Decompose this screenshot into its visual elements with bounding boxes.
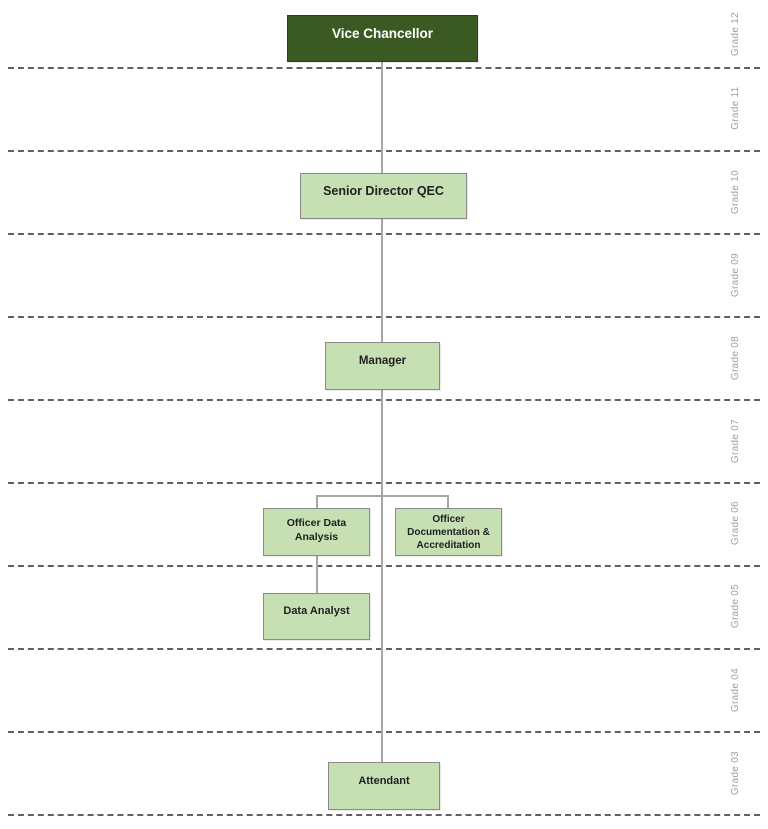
grade-separator-line: [8, 399, 760, 401]
grade-separator-line: [8, 814, 760, 816]
grade-separator-line: [8, 565, 760, 567]
grade-label-03: Grade 03: [730, 750, 741, 796]
grade-label-12: Grade 12: [730, 11, 741, 57]
grade-separator-line: [8, 316, 760, 318]
grade-label-06: Grade 06: [730, 500, 741, 546]
grade-label-08: Grade 08: [730, 335, 741, 381]
grade-label-10: Grade 10: [730, 169, 741, 215]
node-vice-chancellor: Vice Chancellor: [287, 15, 478, 62]
connector-vc-to-senior-director: [381, 62, 383, 173]
node-officer-documentation-accreditation: Officer Documentation & Accreditation: [395, 508, 502, 556]
grade-label-09: Grade 09: [730, 252, 741, 298]
node-officer-data-analysis: Officer Data Analysis: [263, 508, 370, 556]
grade-label-05: Grade 05: [730, 583, 741, 629]
grade-label-11: Grade 11: [730, 86, 741, 130]
connector-stub-officer-documentation: [447, 495, 449, 508]
connector-officer-to-data-analyst: [316, 556, 318, 593]
grade-separator-line: [8, 67, 760, 69]
connector-stub-officer-data-analysis: [316, 495, 318, 508]
grade-separator-line: [8, 731, 760, 733]
grade-separator-line: [8, 482, 760, 484]
grade-label-07: Grade 07: [730, 418, 741, 464]
grade-separator-line: [8, 150, 760, 152]
connector-senior-director-to-manager: [381, 218, 383, 342]
connector-manager-to-attendant: [381, 390, 383, 762]
node-manager: Manager: [325, 342, 440, 390]
grade-separator-line: [8, 233, 760, 235]
grade-separator-line: [8, 648, 760, 650]
connector-officers-bracket: [316, 495, 449, 497]
node-senior-director-qec: Senior Director QEC: [300, 173, 467, 219]
node-data-analyst: Data Analyst: [263, 593, 370, 640]
grade-label-04: Grade 04: [730, 667, 741, 713]
node-attendant: Attendant: [328, 762, 440, 810]
